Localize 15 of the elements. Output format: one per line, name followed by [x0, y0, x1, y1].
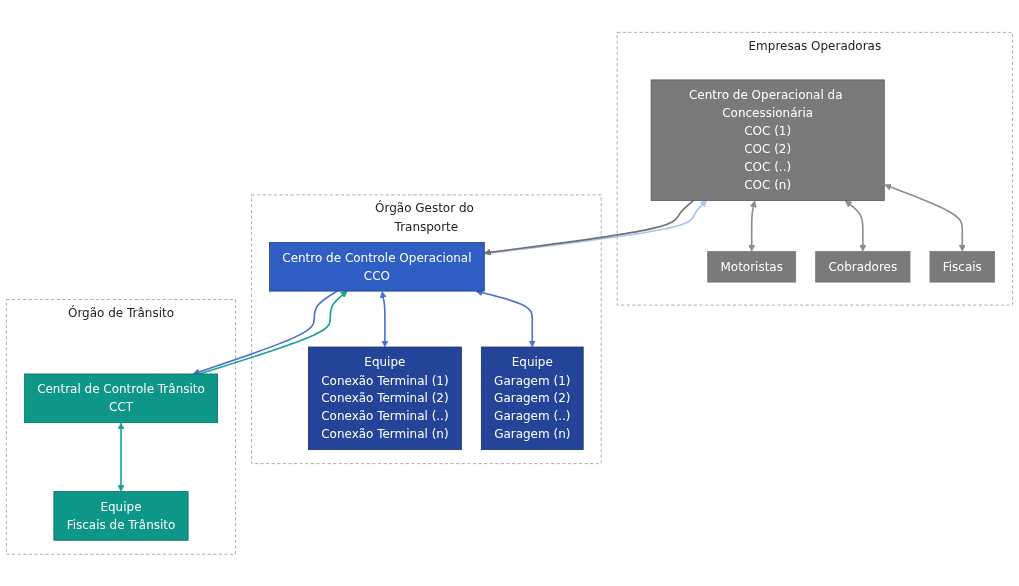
- arrow: [475, 289, 536, 347]
- arrow: [844, 200, 867, 252]
- node-box: Central de Controle Trânsito CCT: [24, 373, 219, 423]
- arrow: [117, 422, 125, 492]
- arrow: [884, 183, 966, 252]
- node-box: Centro de Operacional da Concessionária COC (1) COC (2) COC (..) COC (n): [650, 79, 885, 201]
- node-box: Fiscais: [929, 250, 995, 283]
- arrow: [748, 200, 757, 252]
- node-box: Centro de Controle Operacional CCO: [269, 241, 485, 292]
- node-box: Motoristas: [707, 250, 797, 283]
- node-box: Equipe Conexão Terminal (1) Conexão Terminal (2) Conexão Terminal (..) Conexão Terminal (n): [308, 346, 462, 450]
- node-box: Cobradores: [815, 250, 911, 283]
- node-box: Equipe Garagem (1) Garagem (2) Garagem (..) Garagem (n): [480, 346, 584, 450]
- node-box: Equipe Fiscais de Trânsito: [53, 490, 189, 541]
- arrow: [379, 290, 389, 347]
